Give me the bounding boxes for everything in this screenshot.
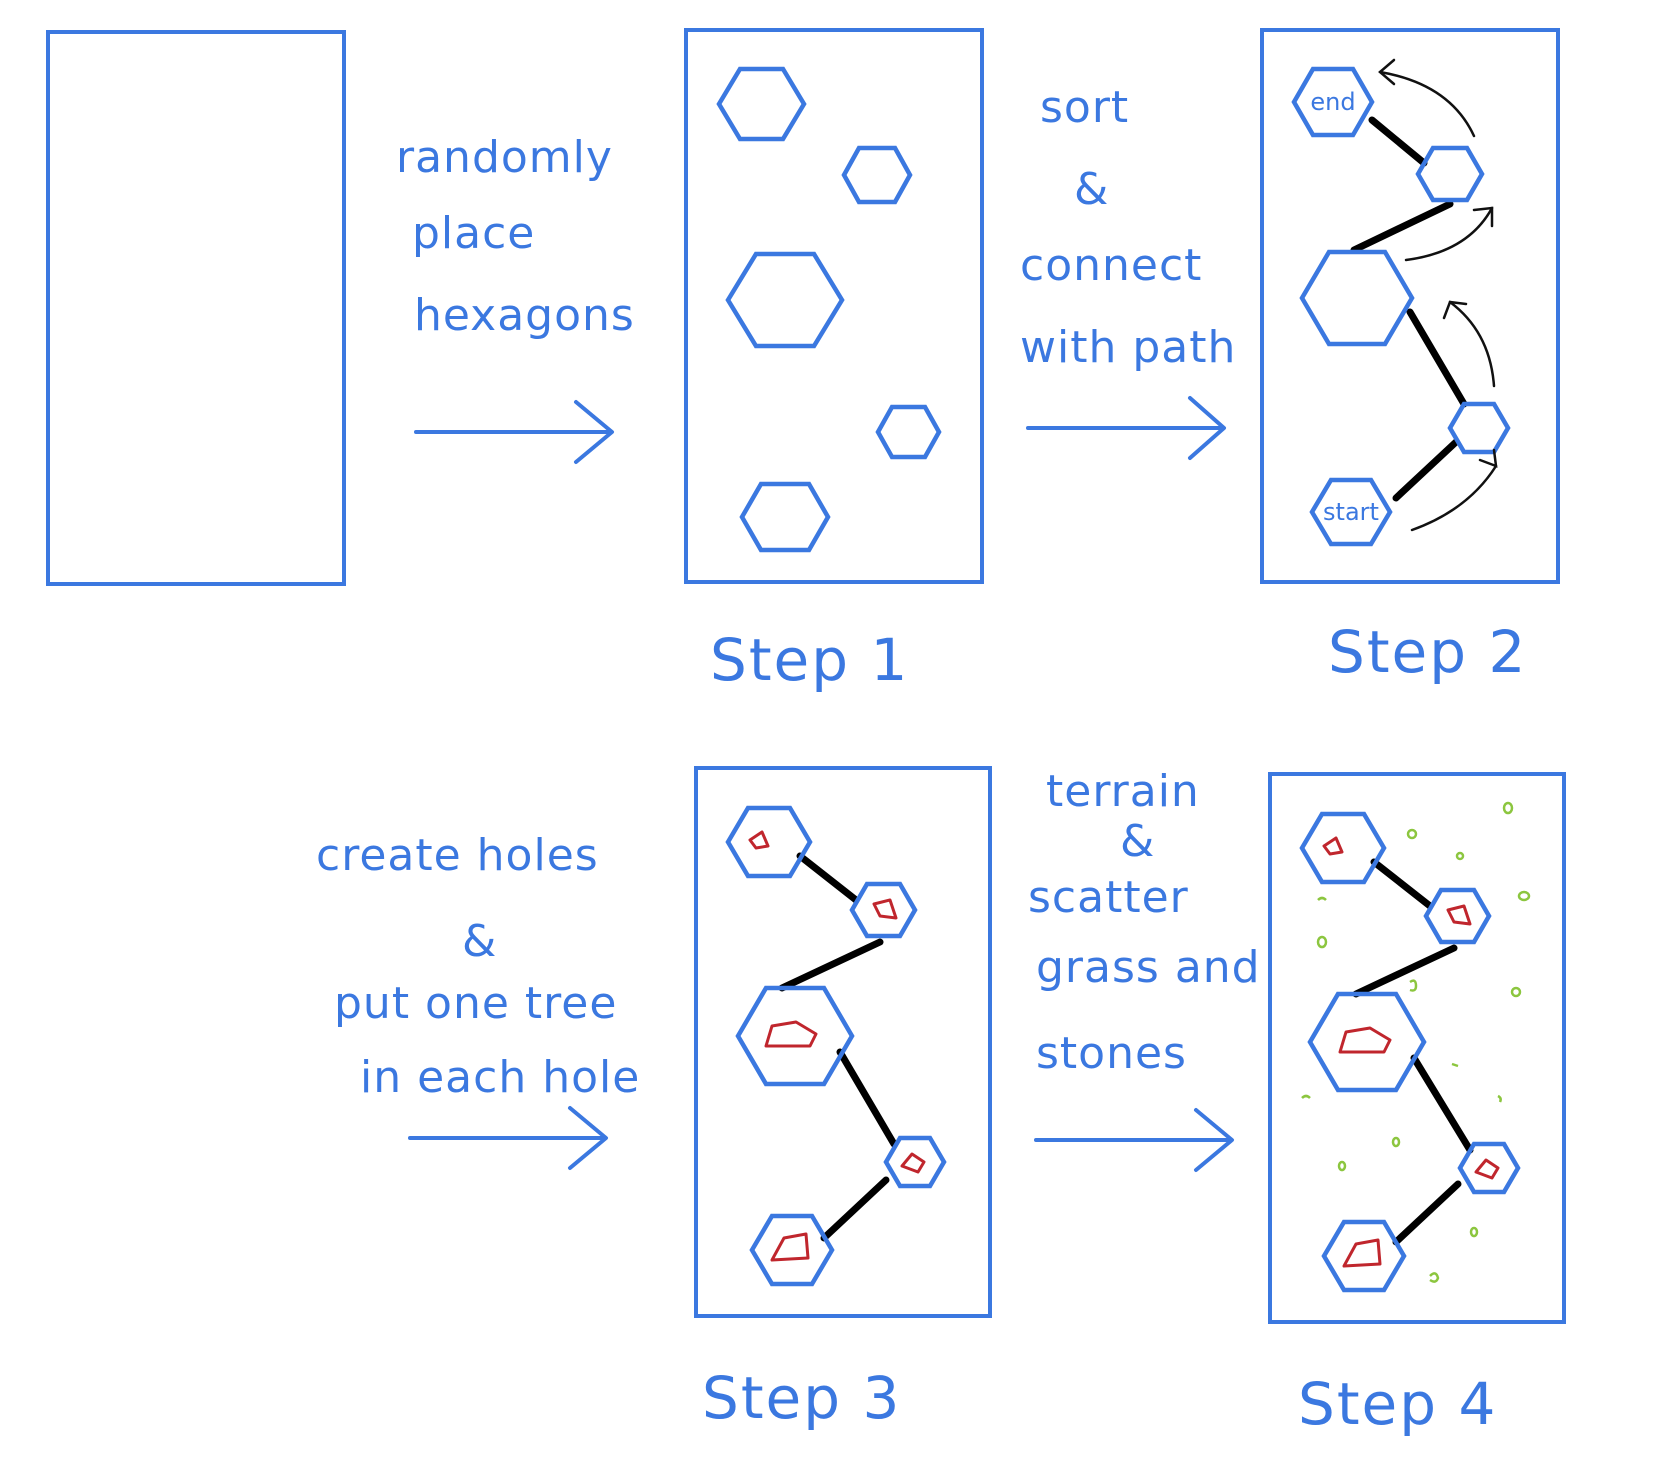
caption-line: stones bbox=[1036, 1028, 1187, 1079]
hexagon bbox=[1447, 401, 1511, 455]
stone bbox=[1469, 1226, 1479, 1238]
tree bbox=[900, 1152, 926, 1174]
stone bbox=[1517, 890, 1531, 902]
tree bbox=[764, 1020, 818, 1048]
hexagon bbox=[1299, 811, 1387, 885]
end-tag: end bbox=[1310, 88, 1355, 116]
step2-path bbox=[1350, 116, 1468, 502]
hexagon bbox=[1299, 249, 1415, 347]
caption-line: put one tree bbox=[334, 978, 617, 1029]
step4-hexagons bbox=[1299, 811, 1521, 1293]
hexagon bbox=[883, 1135, 947, 1189]
caption-line: scatter bbox=[1028, 872, 1189, 923]
grass bbox=[1497, 1094, 1502, 1103]
hexagon bbox=[875, 404, 942, 460]
grass bbox=[1301, 1094, 1311, 1099]
panel-step4 bbox=[1268, 772, 1566, 1324]
start-hexagon bbox=[1309, 477, 1393, 547]
tree bbox=[1446, 904, 1472, 926]
step1-hexagons bbox=[716, 66, 942, 553]
hexagon bbox=[716, 66, 807, 142]
tree bbox=[1338, 1026, 1392, 1054]
stone bbox=[1406, 828, 1418, 840]
arrow-to-step3 bbox=[408, 1106, 608, 1170]
caption-line: & bbox=[1120, 816, 1155, 867]
step3-path bbox=[778, 852, 898, 1242]
arrow-to-step4 bbox=[1034, 1108, 1234, 1172]
hexagon bbox=[739, 481, 831, 553]
stone bbox=[1316, 935, 1328, 949]
step2-order-arrows bbox=[1378, 58, 1498, 532]
caption-line: place bbox=[412, 208, 535, 259]
grass bbox=[1429, 1272, 1440, 1283]
hexagon bbox=[849, 881, 918, 939]
tree bbox=[872, 898, 898, 920]
stone bbox=[1455, 851, 1465, 861]
hexagon bbox=[1423, 887, 1492, 945]
step4-instruction: terrain & scatter grass and stones bbox=[1028, 766, 1261, 1079]
end-hexagon bbox=[1291, 66, 1375, 138]
caption-line: & bbox=[462, 916, 497, 967]
tree bbox=[1474, 1158, 1500, 1180]
step2-instruction: sort & connect with path bbox=[1020, 82, 1236, 373]
hexagon bbox=[841, 145, 913, 205]
step1-instruction: randomly place hexagons bbox=[396, 132, 635, 341]
step4-trees bbox=[1322, 836, 1500, 1268]
hexagon bbox=[1307, 991, 1427, 1093]
caption-line: in each hole bbox=[360, 1052, 640, 1103]
step2-label: Step 2 bbox=[1328, 618, 1527, 686]
grass bbox=[1409, 979, 1418, 992]
panel-step3 bbox=[694, 766, 992, 1318]
panel-empty bbox=[46, 30, 346, 586]
stone bbox=[1510, 986, 1522, 998]
stone bbox=[1337, 1160, 1347, 1172]
step3-instruction: create holes & put one tree in each hole bbox=[316, 830, 640, 1103]
panel-step1 bbox=[684, 28, 984, 584]
tree bbox=[1322, 836, 1344, 856]
step1-label: Step 1 bbox=[710, 626, 909, 694]
process-arrows bbox=[408, 396, 1234, 1172]
caption-line: connect bbox=[1020, 240, 1202, 291]
stone bbox=[1391, 1136, 1401, 1148]
hexagon bbox=[725, 805, 813, 879]
tree bbox=[748, 830, 770, 850]
panel-step2 bbox=[1260, 28, 1560, 584]
tree bbox=[1342, 1238, 1382, 1268]
step4-label: Step 4 bbox=[1298, 1370, 1497, 1438]
caption-line: create holes bbox=[316, 830, 599, 881]
hexagon bbox=[1457, 1141, 1521, 1195]
caption-line: randomly bbox=[396, 132, 613, 183]
step3-trees bbox=[748, 830, 926, 1262]
hexagon bbox=[749, 1213, 835, 1287]
stone bbox=[1502, 801, 1514, 815]
step3-label: Step 3 bbox=[702, 1364, 901, 1432]
hexagon bbox=[735, 985, 855, 1087]
grass bbox=[1317, 896, 1327, 901]
grass bbox=[1451, 1062, 1459, 1068]
hexagon bbox=[1321, 1219, 1407, 1293]
caption-line: sort bbox=[1040, 82, 1129, 133]
step2-hexagons bbox=[1291, 66, 1511, 547]
arrow-to-step2 bbox=[1026, 396, 1226, 460]
tree bbox=[770, 1232, 810, 1262]
caption-line: terrain bbox=[1046, 766, 1200, 817]
caption-line: with path bbox=[1020, 322, 1236, 373]
step3-hexagons bbox=[725, 805, 947, 1287]
caption-line: grass and bbox=[1036, 942, 1261, 993]
caption-line: & bbox=[1074, 164, 1109, 215]
hexagon bbox=[725, 251, 845, 349]
arrow-to-step1 bbox=[414, 400, 614, 464]
caption-line: hexagons bbox=[414, 290, 635, 341]
start-tag: start bbox=[1323, 498, 1379, 526]
step4-path bbox=[1352, 858, 1474, 1246]
grass-and-stones bbox=[1301, 801, 1531, 1283]
hexagon bbox=[1415, 145, 1485, 203]
